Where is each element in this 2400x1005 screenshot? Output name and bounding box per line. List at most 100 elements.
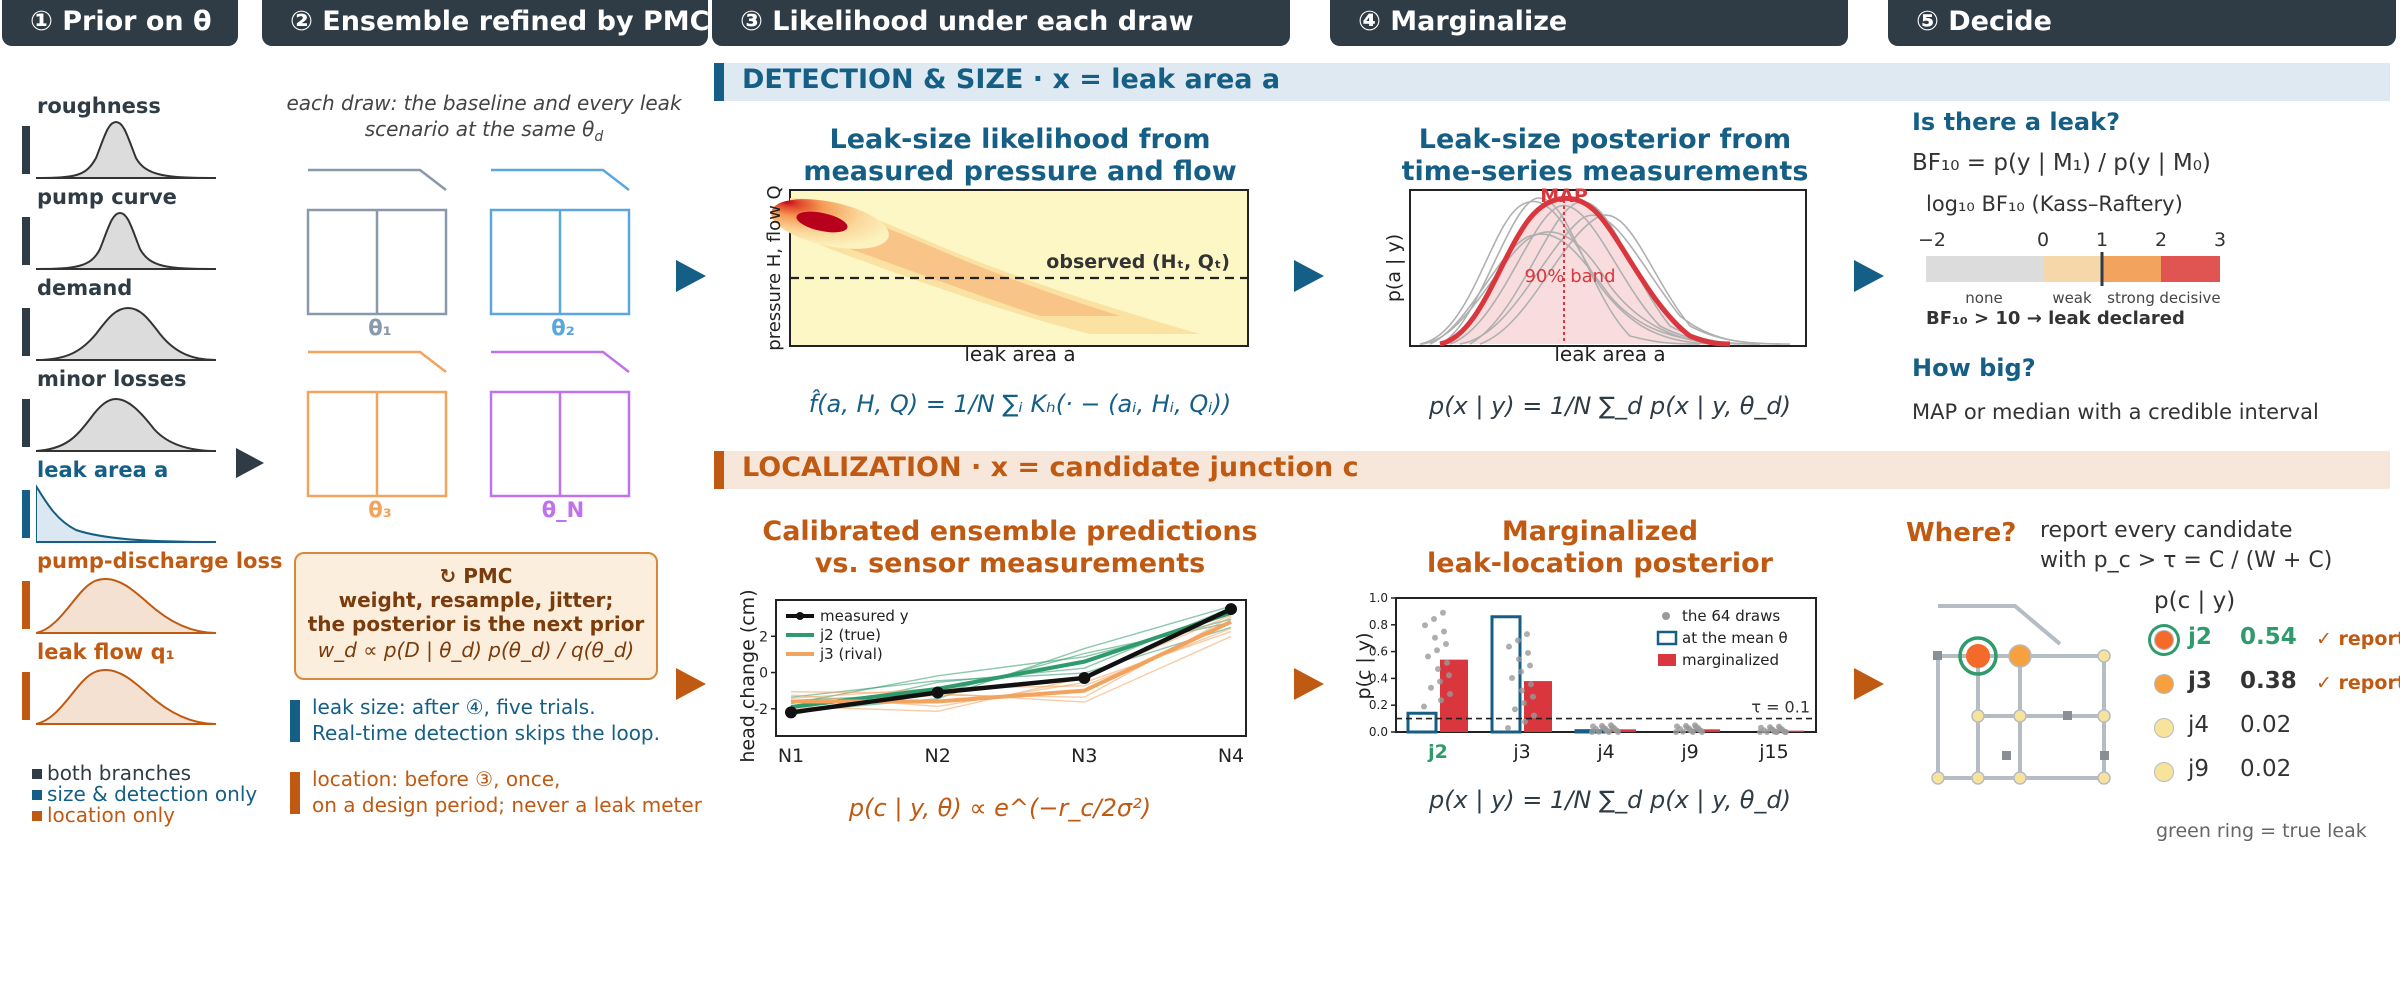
observed-label: observed (Hₜ, Qₜ): [1046, 251, 1230, 273]
y-tick-label: -2: [754, 702, 768, 718]
arrow-loc-1: [676, 668, 706, 700]
header-prior: ① Prior on θ: [2, 0, 238, 46]
series-line-1: [790, 610, 1232, 709]
prior-label-leak-area: leak area a: [37, 458, 169, 482]
draw-dot: [1528, 681, 1534, 688]
note-loc-line-1: location: before ③, once,: [312, 767, 561, 791]
question-leak: Is there a leak?: [1912, 108, 2121, 136]
legend-label: j2 (true): [819, 626, 881, 644]
prior-curves: [36, 120, 217, 725]
legend-marker: [796, 612, 804, 620]
ens-formula: p(c | y, θ) ∝ e^(−r_c/2σ²): [848, 794, 1152, 822]
candidate-name: j9: [2188, 756, 2210, 782]
svg-text:3: 3: [2214, 229, 2226, 251]
map-label: MAP: [1540, 185, 1588, 207]
y-tick-label: 1.0: [1369, 591, 1388, 605]
prior-curve-pump-curve: [36, 211, 217, 270]
log-bf-label: log₁₀ BF₁₀ (Kass–Raftery): [1926, 192, 2183, 216]
localization-band-title: LOCALIZATION · x = candidate junction c: [742, 452, 1359, 483]
svg-text:none: none: [1965, 289, 2002, 307]
x-tick-label: N4: [1218, 745, 1244, 767]
where-desc-line-1: report every candidate: [2040, 518, 2293, 543]
candidate-value: 0.02: [2240, 756, 2292, 782]
pmc-line-2: the posterior is the next prior: [307, 612, 645, 636]
legend-swatch-both: [32, 769, 42, 779]
legend-swatch-location: [32, 811, 42, 821]
legend-size-detection: size & detection only: [47, 782, 258, 806]
candidate-name: j2: [2188, 624, 2212, 650]
ens-pred-title-line-1: Calibrated ensemble predictions: [762, 516, 1258, 547]
y-tick-label: 0.6: [1369, 645, 1388, 659]
network-map: [1931, 604, 2111, 785]
candidate-marker: [2154, 674, 2174, 694]
draw-dot: [1443, 641, 1449, 648]
legend-swatch-marginalized: [1658, 654, 1676, 666]
detection-band: [714, 63, 2390, 101]
prior-label-leak-flow: leak flow q₁: [37, 640, 175, 664]
pmc-line-1: weight, resample, jitter;: [338, 588, 614, 612]
prior-group-bar: [22, 490, 30, 538]
draw-dot: [1506, 643, 1512, 650]
ensemble-caption-line-1: each draw: the baseline and every leak: [286, 91, 682, 115]
draw-dot: [1505, 724, 1511, 731]
note-size: leak size: after ④, five trials. Real-ti…: [312, 694, 660, 746]
map-node-j2: [1966, 644, 1990, 668]
draw-dot: [1590, 723, 1596, 730]
bar-marginalized: [1524, 681, 1552, 732]
measured-point: [1078, 671, 1091, 684]
marg-title: Marginalized leak-location posterior: [1400, 516, 1800, 580]
draw-network-3: [306, 350, 448, 498]
ensemble-draws: [306, 168, 631, 498]
prior-curve-minor-losses: [36, 397, 217, 452]
prior-curve-demand: [36, 306, 217, 361]
draw-dot: [1530, 693, 1536, 700]
draw-dot: [1525, 649, 1531, 656]
svg-text:weak: weak: [2052, 289, 2092, 307]
prior-label-minor-losses: minor losses: [37, 367, 187, 391]
x-tick-label: j9: [1680, 741, 1698, 763]
candidate-marker: [2154, 718, 2174, 738]
likelihood-ylabel: pressure H, flow Q: [764, 185, 785, 350]
draw-dot: [1434, 647, 1440, 654]
bar-marginalized: [1692, 729, 1720, 732]
arrow-det-2: [1294, 260, 1324, 292]
legend-label: the 64 draws: [1682, 607, 1780, 625]
draw-dot: [1609, 723, 1615, 730]
draw-dot: [1422, 622, 1428, 629]
arrow-loc-2: [1294, 668, 1324, 700]
likelihood-plot: observed (Hₜ, Qₜ) pressure H, flow Q: [764, 185, 1249, 351]
marg-title-line-2: leak-location posterior: [1427, 548, 1773, 579]
pmc-box: ↻ PMC weight, resample, jitter; the post…: [294, 552, 658, 680]
question-size: How big?: [1912, 354, 2036, 382]
measured-point: [785, 706, 797, 719]
tau-label: τ = 0.1: [1751, 698, 1810, 717]
posterior-formula: p(x | y) = 1/N ∑_d p(x | y, θ_d): [1428, 392, 1792, 420]
likelihood-xlabel: leak area a: [964, 342, 1076, 366]
arrow-det-1: [676, 260, 706, 292]
draw-dot: [1428, 684, 1434, 691]
y-tick-label: 2: [759, 629, 768, 645]
draw-dot: [1446, 672, 1452, 679]
x-tick-label: j2: [1427, 741, 1448, 763]
svg-text:−2: −2: [1918, 229, 1946, 251]
legend-both-branches: both branches: [47, 761, 192, 785]
map-footnote: green ring = true leak: [2156, 820, 2367, 842]
likelihood-title: Leak-size likelihood from measured press…: [770, 124, 1270, 188]
note-size-line-2: Real-time detection skips the loop.: [312, 721, 660, 745]
legend-label: marginalized: [1682, 651, 1779, 669]
draw-dot: [1522, 718, 1528, 725]
ensemble-caption: each draw: the baseline and every leak s…: [262, 90, 706, 150]
prior-label-roughness: roughness: [37, 94, 161, 118]
likelihood-title-line-2: measured pressure and flow: [803, 156, 1237, 187]
series-line-0: [790, 607, 1232, 715]
band-label: 90% band: [1524, 266, 1615, 287]
draw-dot: [1444, 659, 1450, 666]
prior-curve-leak-area: [36, 484, 217, 543]
prior-group-bar: [22, 308, 30, 356]
decision-rule: BF₁₀ > 10 → leak declared: [1926, 308, 2185, 329]
measured-point: [1225, 603, 1237, 616]
legend-label: j3 (rival): [819, 645, 883, 663]
draw-network-2: [489, 168, 631, 316]
header-likelihood: ③ Likelihood under each draw: [712, 0, 1290, 46]
